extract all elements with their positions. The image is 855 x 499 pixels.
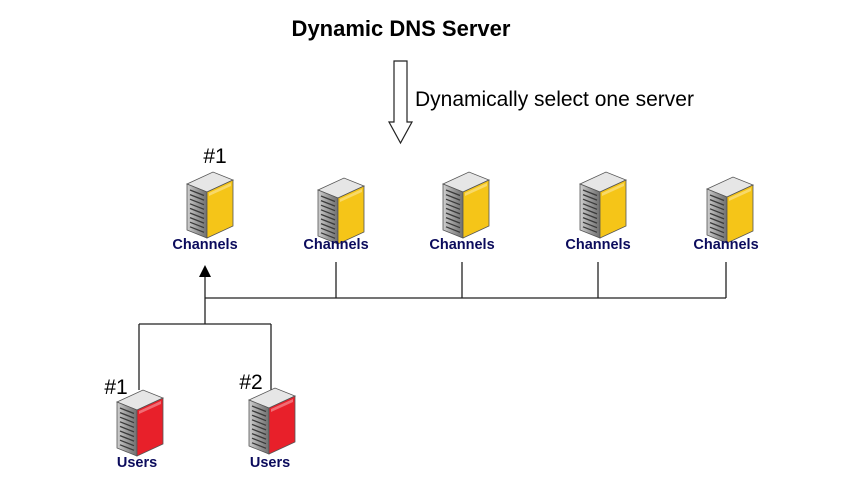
channel-server-2-icon bbox=[316, 177, 366, 245]
arrow-head-up bbox=[199, 265, 211, 277]
diagram-title: Dynamic DNS Server bbox=[291, 16, 511, 41]
connection-lines bbox=[138, 262, 727, 390]
user-server-1-label: Users bbox=[116, 455, 158, 471]
channel-server-5-label: Channels bbox=[693, 237, 759, 253]
channel-server-1-number: #1 bbox=[203, 145, 227, 168]
channel-server-1-icon bbox=[185, 171, 235, 239]
channel-server-3-label: Channels bbox=[429, 237, 495, 253]
channel-server-1-label: Channels bbox=[172, 237, 238, 253]
select-arrow bbox=[387, 60, 414, 145]
user-server-2-number: #2 bbox=[239, 371, 263, 394]
channel-server-4-label: Channels bbox=[565, 237, 631, 253]
channel-server-5-icon bbox=[705, 176, 755, 244]
user-server-2-icon bbox=[247, 387, 297, 455]
user-server-2-label: Users bbox=[249, 455, 291, 471]
arrow-label: Dynamically select one server bbox=[415, 88, 694, 111]
channel-server-4-icon bbox=[578, 171, 628, 239]
user-server-1-icon bbox=[115, 389, 165, 457]
channel-server-3-icon bbox=[441, 171, 491, 239]
channel-server-2-label: Channels bbox=[303, 237, 369, 253]
user-server-1-number: #1 bbox=[104, 376, 128, 399]
